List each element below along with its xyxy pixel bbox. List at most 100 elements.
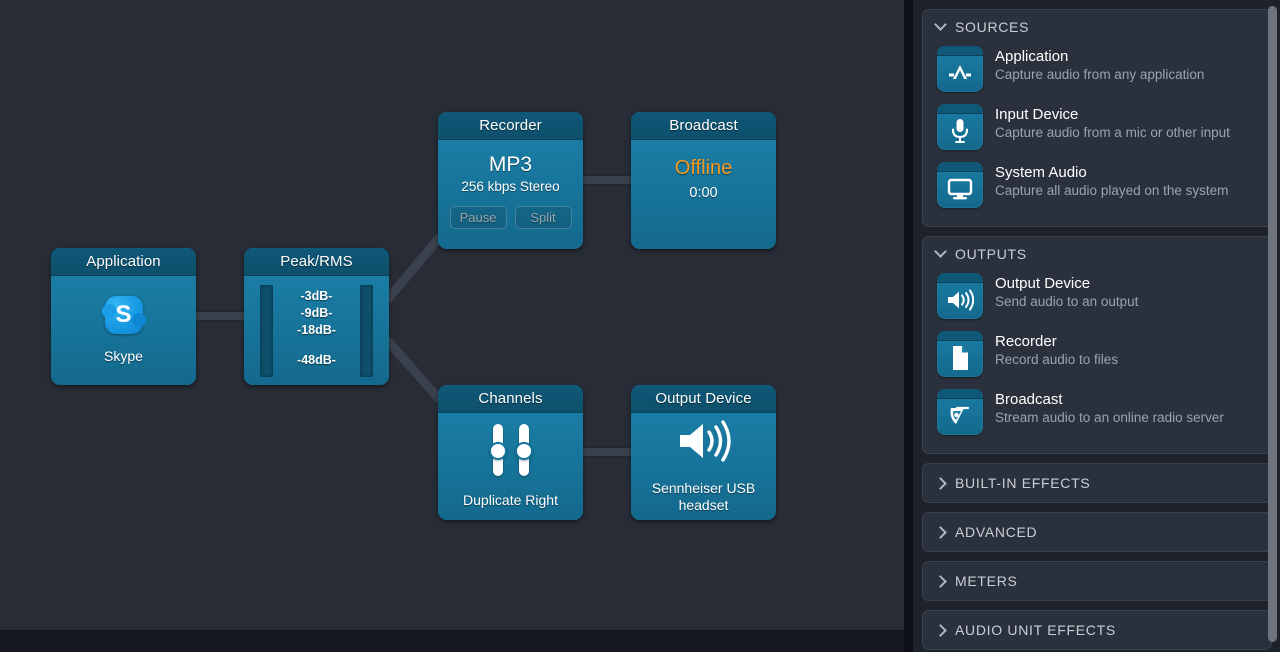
panel-meters-header[interactable]: METERS xyxy=(923,562,1271,600)
node-application-title: Application xyxy=(51,248,196,276)
monitor-icon xyxy=(937,162,983,208)
sidebar-item-recorder-text: Recorder Record audio to files xyxy=(995,331,1118,368)
panel-sources-title: SOURCES xyxy=(955,19,1030,35)
panel-built-in-effects[interactable]: BUILT-IN EFFECTS xyxy=(922,463,1272,503)
node-output-device[interactable]: Output Device Sennheiser USB headset xyxy=(631,385,776,520)
node-peak-rms[interactable]: Peak/RMS -3dB- -9dB- -18dB- -48dB- xyxy=(244,248,389,385)
node-application-body: S Skype xyxy=(51,276,196,385)
node-channels-title: Channels xyxy=(438,385,583,413)
sidebar-item-system-audio-text: System Audio Capture all audio played on… xyxy=(995,162,1228,199)
sidebar-item-output-device-title: Output Device xyxy=(995,275,1091,292)
fader-left xyxy=(488,423,507,476)
speaker-icon xyxy=(676,419,732,468)
sidebar-item-recorder-desc: Record audio to files xyxy=(995,352,1119,367)
node-peak-rms-body: -3dB- -9dB- -18dB- -48dB- xyxy=(244,276,389,385)
sidebar-item-broadcast-title: Broadcast xyxy=(995,391,1063,408)
pause-button[interactable]: Pause xyxy=(449,206,507,229)
panel-advanced-title: ADVANCED xyxy=(955,524,1038,540)
node-channels-caption: Duplicate Right xyxy=(463,491,558,508)
node-broadcast-body: Offline 0:00 xyxy=(631,140,776,249)
node-recorder[interactable]: Recorder MP3 256 kbps Stereo Pause Split xyxy=(438,112,583,249)
db-label-18: -18dB- xyxy=(297,322,336,337)
microphone-icon xyxy=(937,104,983,150)
sidebar-item-system-audio-title: System Audio xyxy=(995,164,1087,181)
chevron-right-icon xyxy=(934,476,947,490)
chevron-down-icon xyxy=(934,17,947,31)
panel-outputs: OUTPUTS Output Device Send audio xyxy=(922,236,1272,454)
library-sidebar[interactable]: SOURCES Application Capture audio from a… xyxy=(913,0,1280,652)
meter-bar-left xyxy=(260,284,273,377)
db-label-3: -3dB- xyxy=(300,288,333,303)
panel-built-in-effects-header[interactable]: BUILT-IN EFFECTS xyxy=(923,464,1271,502)
broadcast-status: Offline xyxy=(674,157,733,179)
chevron-right-icon xyxy=(934,574,947,588)
chevron-down-icon xyxy=(934,244,947,258)
node-channels[interactable]: Channels Duplicate Right xyxy=(438,385,583,520)
panel-audio-unit-effects-header[interactable]: AUDIO UNIT EFFECTS xyxy=(923,611,1271,649)
node-application-caption: Skype xyxy=(104,347,143,364)
routing-canvas[interactable]: Application S Skype Peak/RMS -3dB- -9dB-… xyxy=(0,0,904,630)
sidebar-item-input-device-desc: Capture audio from a mic or other input xyxy=(995,125,1230,140)
sidebar-item-recorder[interactable]: Recorder Record audio to files xyxy=(934,327,1261,385)
panel-outputs-header[interactable]: OUTPUTS xyxy=(923,237,1271,269)
node-recorder-title: Recorder xyxy=(438,112,583,140)
speaker-icon xyxy=(937,273,983,319)
db-label-9: -9dB- xyxy=(300,305,333,320)
connection-wires xyxy=(194,175,633,457)
panel-audio-unit-effects-title: AUDIO UNIT EFFECTS xyxy=(955,622,1116,638)
panel-outputs-title: OUTPUTS xyxy=(955,246,1027,262)
broadcast-time: 0:00 xyxy=(689,185,718,201)
panel-outputs-body: Output Device Send audio to an output Re… xyxy=(923,269,1271,453)
panel-meters[interactable]: METERS xyxy=(922,561,1272,601)
sidebar-item-broadcast-text: Broadcast Stream audio to an online radi… xyxy=(995,389,1224,426)
recorder-format: MP3 xyxy=(488,153,533,176)
sidebar-item-output-device-text: Output Device Send audio to an output xyxy=(995,273,1138,310)
sidebar-item-application-text: Application Capture audio from any appli… xyxy=(995,46,1204,83)
sidebar-item-output-device-desc: Send audio to an output xyxy=(995,294,1139,309)
panel-meters-title: METERS xyxy=(955,573,1018,589)
node-application[interactable]: Application S Skype xyxy=(51,248,196,385)
satellite-dish-icon xyxy=(937,389,983,435)
sidebar-item-broadcast[interactable]: Broadcast Stream audio to an online radi… xyxy=(934,385,1261,443)
wire-peakrms-recorder xyxy=(383,234,444,303)
db-label-48: -48dB- xyxy=(297,352,336,367)
skype-letter: S xyxy=(115,300,132,328)
node-output-device-body: Sennheiser USB headset xyxy=(631,413,776,520)
sidebar-scrollbar[interactable] xyxy=(1268,6,1277,642)
sidebar-item-application[interactable]: Application Capture audio from any appli… xyxy=(934,42,1261,100)
node-output-device-caption: Sennheiser USB headset xyxy=(651,479,756,514)
panel-advanced[interactable]: ADVANCED xyxy=(922,512,1272,552)
sidebar-item-input-device[interactable]: Input Device Capture audio from a mic or… xyxy=(934,100,1261,158)
panel-sources-header[interactable]: SOURCES xyxy=(923,10,1271,42)
sidebar-item-input-device-title: Input Device xyxy=(995,106,1079,123)
faders-icon xyxy=(488,423,533,476)
canvas-bottom-bar xyxy=(0,630,904,652)
recorder-controls: Pause Split xyxy=(449,206,572,229)
fader-right xyxy=(514,423,533,476)
sidebar-item-application-desc: Capture audio from any application xyxy=(995,67,1205,82)
panel-audio-unit-effects[interactable]: AUDIO UNIT EFFECTS xyxy=(922,610,1272,650)
recorder-bitrate: 256 kbps Stereo xyxy=(461,179,560,194)
node-broadcast[interactable]: Broadcast Offline 0:00 xyxy=(631,112,776,249)
panel-divider xyxy=(904,0,913,652)
sidebar-item-broadcast-desc: Stream audio to an online radio server xyxy=(995,410,1224,425)
panel-sources-body: Application Capture audio from any appli… xyxy=(923,42,1271,226)
wire-peakrms-channels xyxy=(383,337,444,403)
sidebar-item-input-device-text: Input Device Capture audio from a mic or… xyxy=(995,104,1230,141)
sidebar-item-output-device[interactable]: Output Device Send audio to an output xyxy=(934,269,1261,327)
node-peak-rms-title: Peak/RMS xyxy=(244,248,389,276)
meter-bar-right xyxy=(360,284,373,377)
sidebar-item-system-audio[interactable]: System Audio Capture all audio played on… xyxy=(934,158,1261,216)
sidebar-item-application-title: Application xyxy=(995,48,1069,65)
node-output-device-title: Output Device xyxy=(631,385,776,413)
split-button[interactable]: Split xyxy=(514,206,572,229)
sidebar-item-system-audio-desc: Capture all audio played on the system xyxy=(995,183,1229,198)
app-store-icon xyxy=(937,46,983,92)
document-icon xyxy=(937,331,983,377)
panel-advanced-header[interactable]: ADVANCED xyxy=(923,513,1271,551)
node-recorder-body: MP3 256 kbps Stereo Pause Split xyxy=(438,140,583,249)
fader-left-knob xyxy=(488,441,507,460)
sidebar-item-recorder-title: Recorder xyxy=(995,333,1057,350)
chevron-right-icon xyxy=(934,623,947,637)
